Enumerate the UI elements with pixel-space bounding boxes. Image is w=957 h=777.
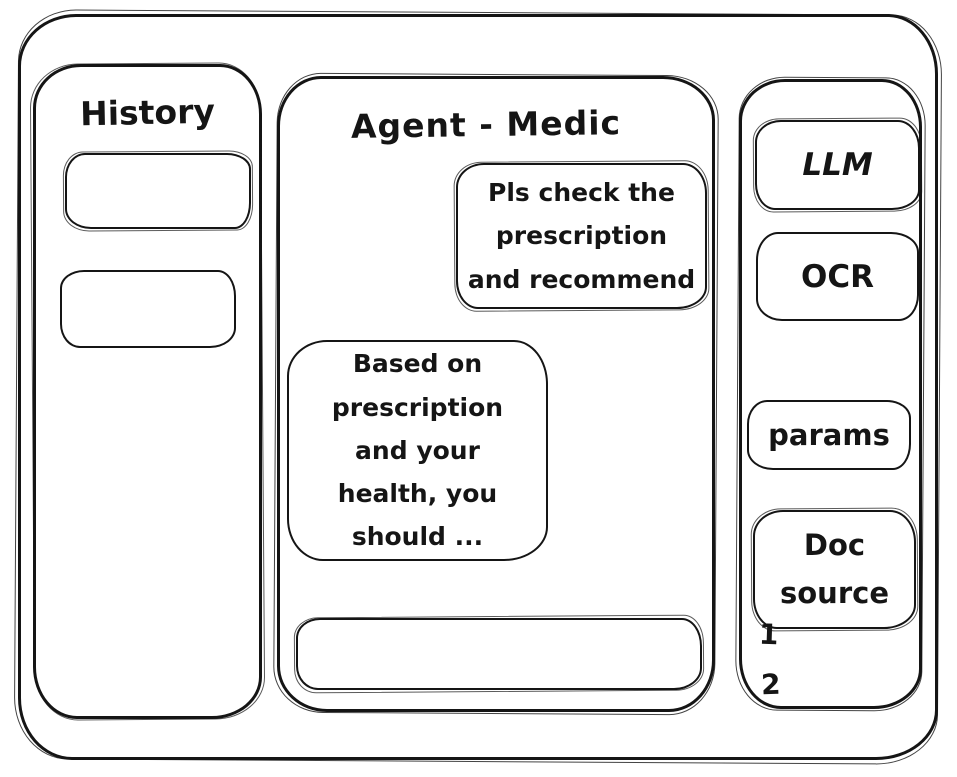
user-message-bubble: Pls check the prescription and recommend <box>456 163 707 309</box>
doc-source-item[interactable]: 1 <box>758 617 780 652</box>
doc-source-button[interactable]: Doc source <box>753 510 916 629</box>
chat-panel: Agent - Medic Pls check the prescription… <box>277 76 715 712</box>
ocr-button[interactable]: OCR <box>756 232 919 321</box>
history-item[interactable] <box>60 270 236 348</box>
params-button[interactable]: params <box>747 400 911 470</box>
doc-source-item[interactable]: 2 <box>760 667 782 702</box>
history-title: History <box>79 91 216 134</box>
llm-button[interactable]: LLM <box>755 120 920 210</box>
assistant-message-bubble: Based on prescription and your health, y… <box>287 340 548 561</box>
history-sidebar: History <box>33 64 262 719</box>
history-item[interactable] <box>65 153 251 229</box>
chat-input[interactable] <box>298 620 700 688</box>
tools-sidebar: LLM OCR params Doc source 1 2 <box>739 79 922 709</box>
chat-title: Agent - Medic <box>350 103 622 146</box>
chat-input-box <box>296 618 702 690</box>
